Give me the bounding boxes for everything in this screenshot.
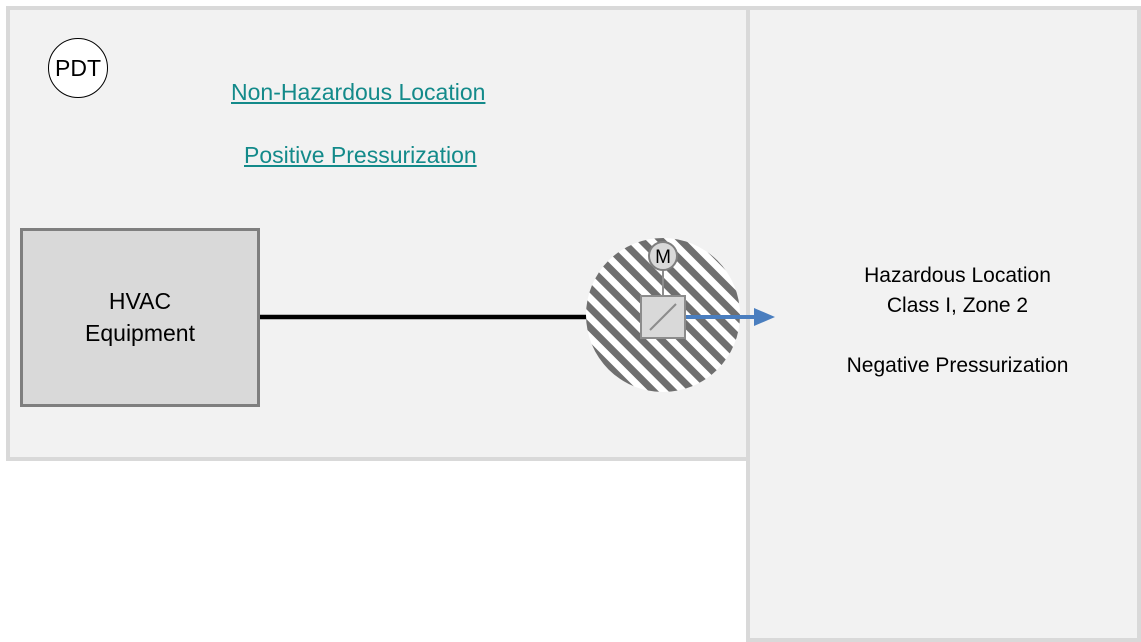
hazardous-class-label: Class I, Zone 2 [886,294,1029,317]
arrow-right-icon [754,308,775,326]
positive-pressurization-link[interactable]: Positive Pressurization [244,142,477,168]
pdt-sensor[interactable]: PDT [48,38,108,98]
pdt-label: PDT [55,54,101,81]
negative-pressurization-label: Negative Pressurization [846,354,1069,377]
hazardous-location-label: Hazardous Location [864,264,1051,287]
hvac-equipment-box[interactable]: HVAC Equipment [20,228,260,407]
hvac-label-line1: HVAC [108,288,172,315]
damper-icon[interactable] [640,295,686,339]
non-hazardous-location-link[interactable]: Non-Hazardous Location [231,79,486,105]
motor-icon[interactable]: M [648,241,678,271]
hvac-label-line2: Equipment [85,319,195,346]
hazardous-room-labels: Hazardous Location Class I, Zone 2 Negat… [780,261,1135,381]
hazardous-room [746,6,1141,642]
motor-label: M [655,247,671,268]
